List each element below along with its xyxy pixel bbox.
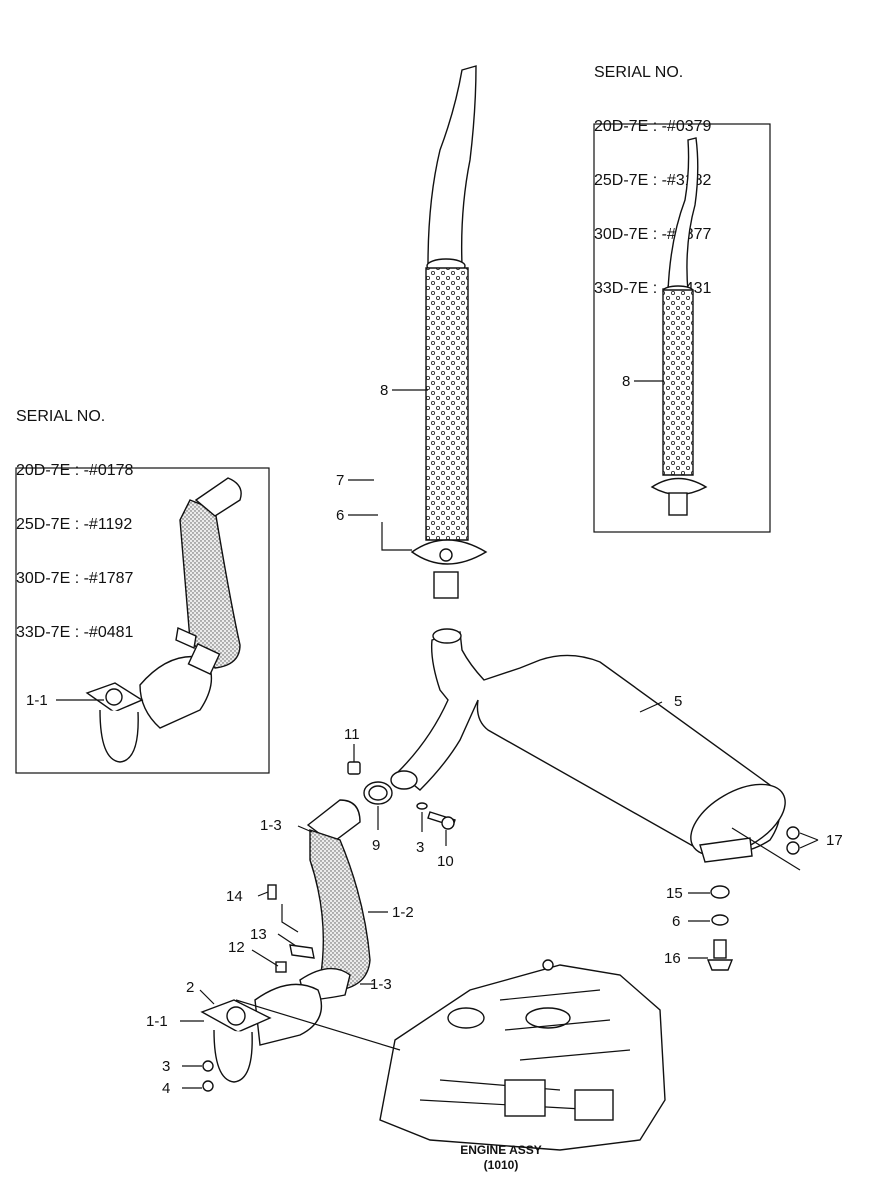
serial-note-right: SERIAL NO. 20D-7E : -#0379 25D-7E : -#31… (594, 28, 711, 316)
callout-7: 7 (336, 472, 344, 489)
main-tailpipe (410, 65, 488, 599)
engine-assembly-illustration (379, 959, 666, 1151)
callout-1-2: 1-2 (392, 904, 414, 921)
callout-8-main: 8 (380, 382, 388, 399)
callout-6-top: 6 (336, 507, 344, 524)
serial-line: 20D-7E : -#0178 (16, 462, 134, 479)
serial-line: 25D-7E : -#1192 (16, 516, 133, 533)
callout-1-3-top: 1-3 (260, 817, 282, 834)
callout-10: 10 (437, 853, 454, 870)
callout-14: 14 (226, 888, 243, 905)
serial-line: 25D-7E : -#3182 (594, 172, 712, 189)
callout-13: 13 (250, 926, 267, 943)
serial-line: 33D-7E : -#0481 (16, 624, 134, 641)
callout-9: 9 (372, 837, 380, 854)
callout-1-3-bottom: 1-3 (370, 976, 392, 993)
callout-17: 17 (826, 832, 843, 849)
callout-5: 5 (674, 693, 682, 710)
serial-heading-right: SERIAL NO. (594, 64, 684, 81)
callout-3-bottom: 3 (162, 1058, 170, 1075)
engine-assy-title: ENGINE ASSY (460, 1143, 542, 1157)
callout-3-mid: 3 (416, 839, 424, 856)
serial-note-left: SERIAL NO. 20D-7E : -#0178 25D-7E : -#11… (16, 372, 133, 660)
inset-box-left (15, 467, 270, 774)
callout-1-1-main: 1-1 (146, 1013, 168, 1030)
right-fasteners (706, 826, 800, 971)
serial-line: 30D-7E : -#1787 (16, 570, 134, 587)
inset-right-tailpipe (650, 137, 708, 516)
callout-4: 4 (162, 1080, 170, 1097)
callout-12: 12 (228, 939, 245, 956)
flex-hose-assembly (200, 799, 371, 1092)
serial-heading-left: SERIAL NO. (16, 408, 106, 425)
callout-16: 16 (664, 950, 681, 967)
leader-lines (56, 380, 819, 1089)
inset-box-right (593, 123, 771, 533)
callout-8-inset: 8 (622, 373, 630, 390)
callout-6-right: 6 (672, 913, 680, 930)
inset-left-pipe-assembly (85, 477, 242, 763)
muffler (390, 628, 786, 863)
clamp-and-fasteners (347, 761, 456, 830)
callout-1-1-inset: 1-1 (26, 692, 48, 709)
serial-line: 20D-7E : -#0379 (594, 118, 712, 135)
callout-15: 15 (666, 885, 683, 902)
engine-assy-code: (1010) (484, 1158, 519, 1172)
callout-11: 11 (344, 726, 360, 743)
callout-2: 2 (186, 979, 194, 996)
